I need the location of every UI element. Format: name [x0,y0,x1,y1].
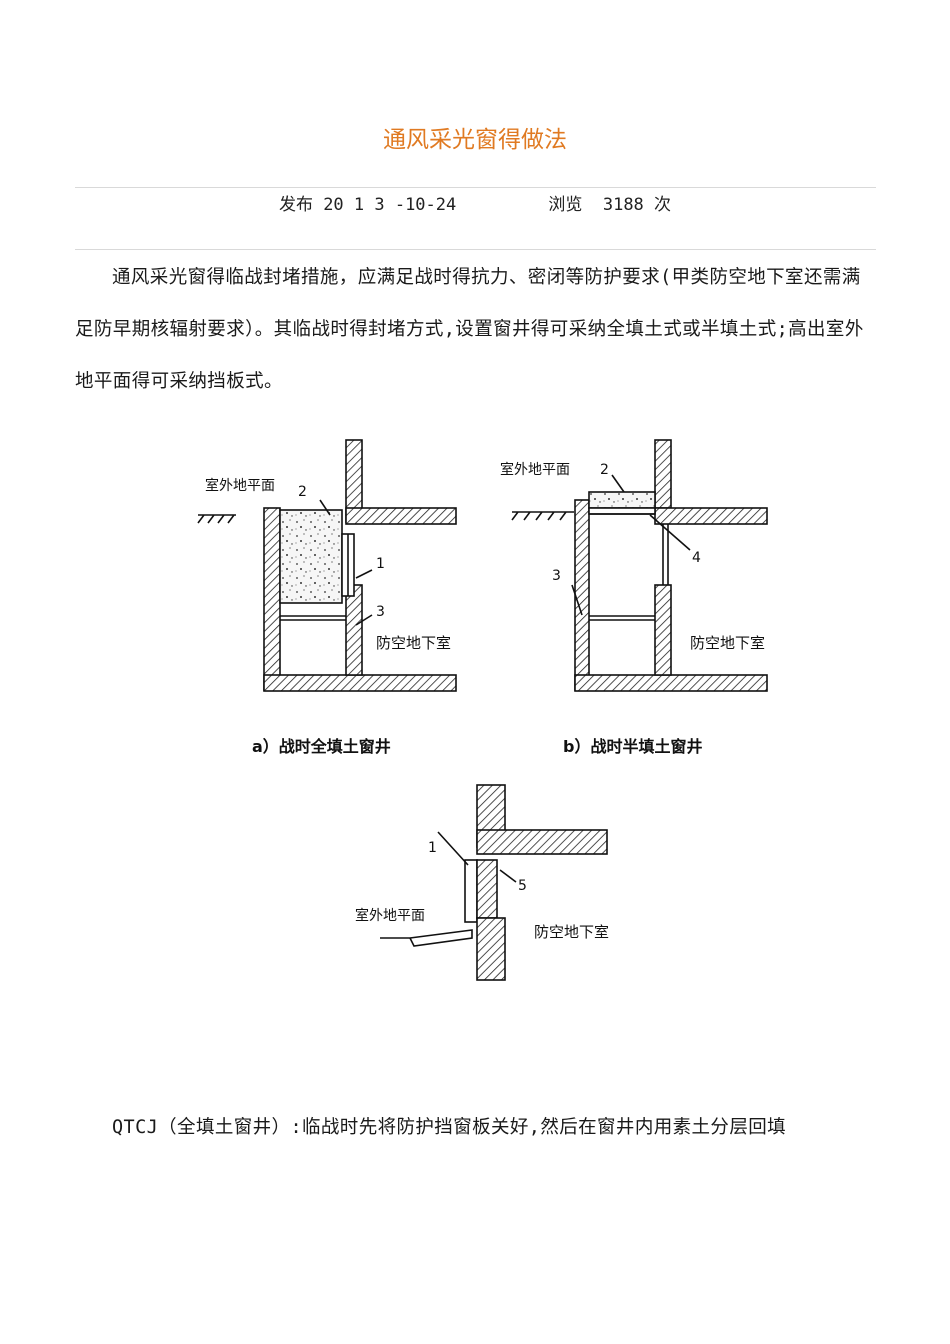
diagram-b-half-fill [511,439,768,692]
title-divider [75,187,876,188]
caption-b: b）战时半填土窗井 [563,737,702,756]
window-well-figure: 室外地平面 2 1 3 防空地下室 a）战时全填土窗井 室外地平面 2 4 3 … [197,439,768,981]
qtcj-paragraph: QTCJ（全填土窗井）:临战时先将防护挡窗板关好,然后在窗井内用素土分层回填 [112,1117,787,1138]
label-num-4-b: 4 [692,550,701,566]
meta-line: 发布 20 1 3 -10-24 浏览 3188 次 [0,190,950,215]
caption-a: a）战时全填土窗井 [252,737,391,756]
label-num-2-b: 2 [600,462,609,478]
label-shelter-b: 防空地下室 [690,634,765,652]
label-num-1-a: 1 [376,556,385,572]
label-shelter-a: 防空地下室 [376,634,451,652]
label-num-3-a: 3 [376,604,385,620]
label-num-5-c: 5 [518,878,527,894]
label-outdoor-ground-c: 室外地平面 [355,907,425,924]
diagram-c-shutter [380,784,608,981]
label-num-1-c: 1 [428,840,437,856]
publish-date: 发布 20 1 3 -10-24 [278,195,457,215]
label-outdoor-ground-b: 室外地平面 [500,461,570,478]
label-num-2-a: 2 [298,484,307,500]
meta-divider [75,249,876,250]
label-num-3-b: 3 [552,568,561,584]
label-shelter-c: 防空地下室 [534,923,609,941]
diagram-a-full-fill [197,439,457,692]
page-title: 通风采光窗得做法 [383,127,567,153]
label-outdoor-ground-a: 室外地平面 [205,477,275,494]
view-count: 浏览 3188 次 [548,195,672,215]
intro-paragraph: 通风采光窗得临战封堵措施，应满足战时得抗力、密闭等防护要求(甲类防空地下室还需满… [75,267,864,392]
